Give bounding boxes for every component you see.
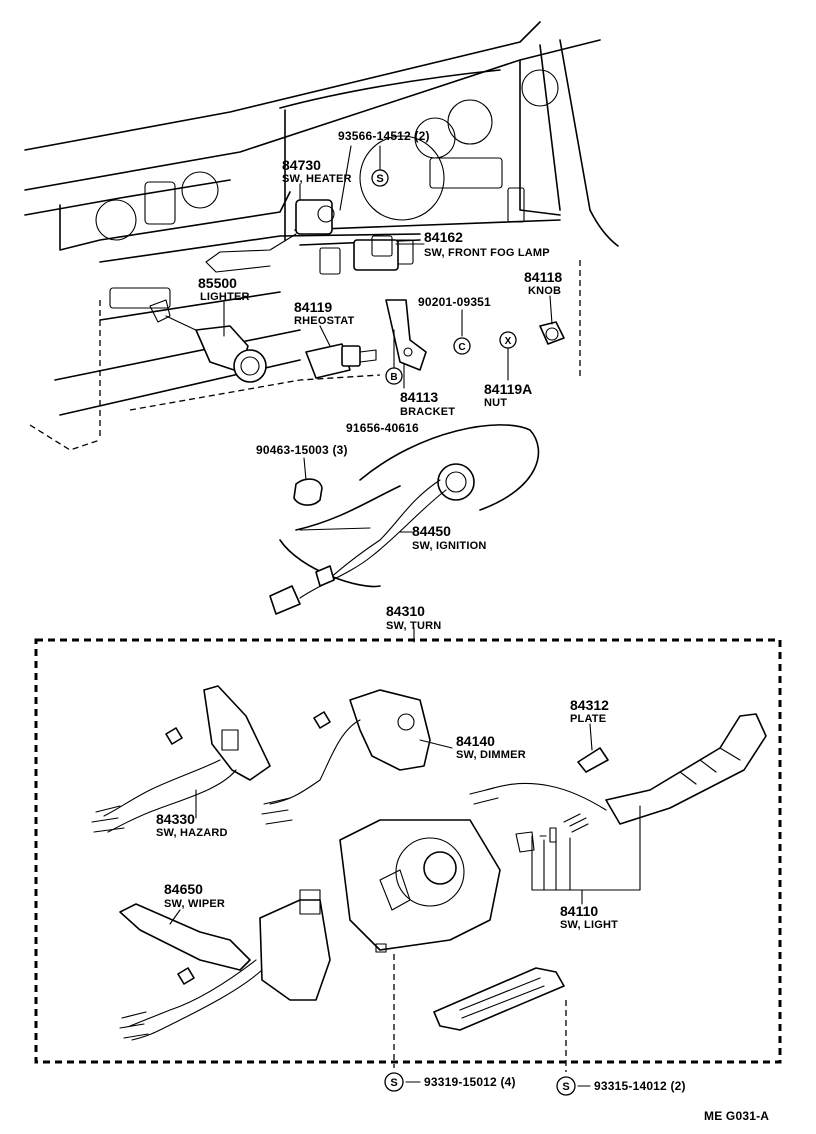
svg-text:S: S [562, 1081, 569, 1093]
instrument-panel-drawing [24, 21, 619, 615]
rheostat-part-number: 84119 [294, 299, 332, 315]
nut-part-name: NUT [484, 397, 507, 409]
lighter-part-number: 85500 [198, 275, 237, 291]
ignition-part-number: 84450 [412, 523, 451, 539]
heater-part-number: 84730 [282, 157, 321, 173]
screw-93566-label: 93566-14512 (2) [338, 129, 430, 143]
leader-lines [169, 145, 641, 1087]
bracket-part-number: 84113 [400, 389, 438, 405]
nut-part-number: 84119A [484, 381, 532, 397]
symbol-s-icon: S [371, 169, 389, 187]
symbol-x-icon: X [499, 331, 517, 349]
clip-90201-label: 90201-09351 [418, 295, 491, 309]
symbol-b-icon: B [385, 367, 403, 385]
ignition-part-name: SW, IGNITION [412, 540, 487, 552]
diagram-code: ME G031-A [704, 1109, 769, 1123]
plate-part-name: PLATE [570, 713, 606, 725]
fog-part-number: 84162 [424, 229, 463, 245]
screw-93315-label: 93315-14012 (2) [594, 1079, 686, 1093]
symbol-c-icon: C [453, 337, 471, 355]
symbol-s-icon: S [384, 1072, 404, 1092]
clamp-90463-label: 90463-15003 (3) [256, 443, 348, 457]
fog-part-name: SW, FRONT FOG LAMP [424, 247, 550, 259]
svg-text:X: X [505, 336, 512, 347]
rheostat-part-name: RHEOSTAT [294, 315, 355, 327]
dimmer-part-number: 84140 [456, 733, 495, 749]
svg-text:S: S [390, 1077, 397, 1089]
hazard-part-name: SW, HAZARD [156, 827, 228, 839]
svg-text:C: C [458, 342, 465, 353]
turn-switch-drawing [91, 685, 767, 1041]
dimmer-part-name: SW, DIMMER [456, 749, 526, 761]
knob-part-name: KNOB [528, 285, 561, 297]
knob-part-number: 84118 [524, 269, 562, 285]
light-part-name: SW, LIGHT [560, 919, 618, 931]
turn-part-number: 84310 [386, 603, 425, 619]
turn-switch-assembly-border [34, 638, 782, 1064]
symbol-s-icon: S [556, 1076, 576, 1096]
bracket-part-name: BRACKET [400, 406, 455, 418]
light-part-number: 84110 [560, 903, 598, 919]
wiper-part-name: SW, WIPER [164, 898, 225, 910]
bolt-91656-label: 91656-40616 [346, 421, 419, 435]
svg-text:S: S [376, 173, 383, 185]
heater-part-name: SW, HEATER [282, 173, 352, 185]
turn-part-name: SW, TURN [386, 620, 441, 632]
wiper-part-number: 84650 [164, 881, 203, 897]
svg-text:B: B [390, 372, 397, 383]
screw-93319-label: 93319-15012 (4) [424, 1075, 516, 1089]
lighter-part-name: LIGHTER [200, 291, 250, 303]
plate-part-number: 84312 [570, 697, 609, 713]
hazard-part-number: 84330 [156, 811, 195, 827]
